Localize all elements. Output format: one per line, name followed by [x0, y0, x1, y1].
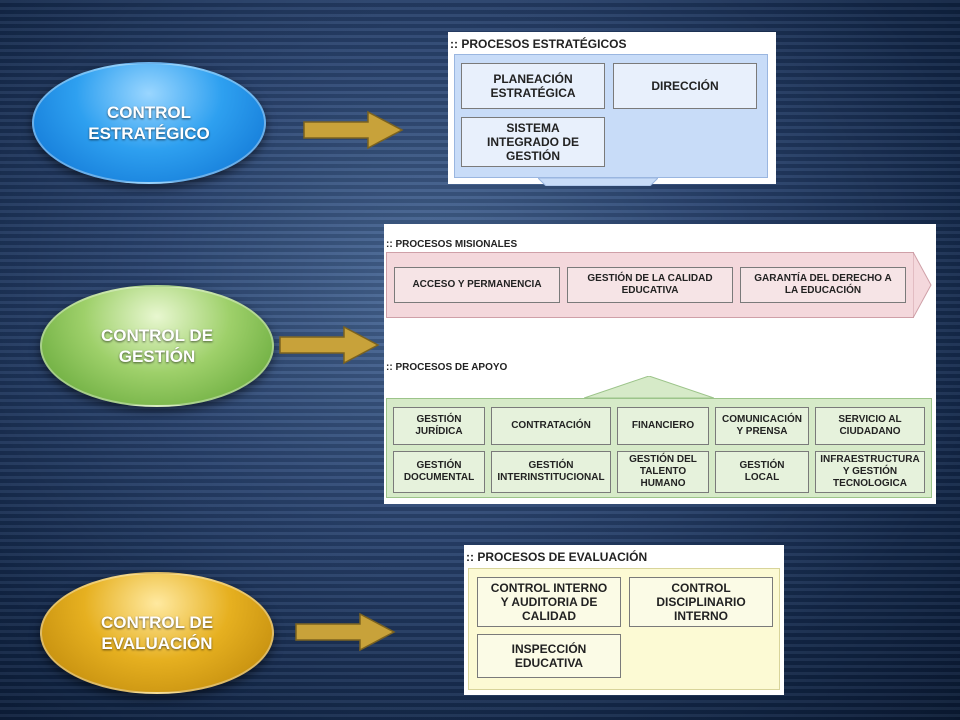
- process-box: DIRECCIÓN: [613, 63, 757, 109]
- process-box: GESTIÓN JURÍDICA: [393, 407, 485, 445]
- process-box: COMUNICACIÓN Y PRENSA: [715, 407, 809, 445]
- missional-processes-area: ACCESO Y PERMANENCIA GESTIÓN DE LA CALID…: [386, 252, 914, 318]
- missional-support-panel: :: PROCESOS MISIONALES ACCESO Y PERMANEN…: [384, 224, 936, 504]
- strategic-processes-area: PLANEACIÓN ESTRATÉGICA DIRECCIÓN SISTEMA…: [454, 54, 768, 178]
- chevron-right-shape: [913, 252, 932, 318]
- process-box: INFRAESTRUCTURA Y GESTIÓN TECNOLOGICA: [815, 451, 925, 493]
- process-box: GARANTÍA DEL DERECHO A LA EDUCACIÓN: [740, 267, 906, 303]
- upward-roof-shape: [584, 376, 714, 399]
- process-box: PLANEACIÓN ESTRATÉGICA: [461, 63, 605, 109]
- process-box: INSPECCIÓN EDUCATIVA: [477, 634, 621, 678]
- process-box: CONTRATACIÓN: [491, 407, 611, 445]
- control-evaluacion-label: CONTROL DE EVALUACIÓN: [100, 613, 214, 653]
- arrow-right-icon-management: [279, 325, 380, 365]
- process-box: GESTIÓN DEL TALENTO HUMANO: [617, 451, 709, 493]
- process-box: GESTIÓN DE LA CALIDAD EDUCATIVA: [567, 267, 733, 303]
- process-box: GESTIÓN INTERINSTITUCIONAL: [491, 451, 611, 493]
- process-box: CONTROL DISCIPLINARIO INTERNO: [629, 577, 773, 627]
- process-box: SISTEMA INTEGRADO DE GESTIÓN: [461, 117, 605, 167]
- support-processes-area: GESTIÓN JURÍDICA CONTRATACIÓN FINANCIERO…: [386, 398, 932, 498]
- process-box: ACCESO Y PERMANENCIA: [394, 267, 560, 303]
- strategic-processes-panel: :: PROCESOS ESTRATÉGICOS PLANEACIÓN ESTR…: [448, 32, 776, 186]
- control-gestion-oval: CONTROL DE GESTIÓN: [40, 285, 274, 407]
- control-evaluacion-oval: CONTROL DE EVALUACIÓN: [40, 572, 274, 694]
- process-box: GESTIÓN LOCAL: [715, 451, 809, 493]
- control-estrategico-label: CONTROL ESTRATÉGICO: [88, 103, 210, 143]
- evaluation-processes-area: CONTROL INTERNO Y AUDITORIA DE CALIDAD C…: [468, 568, 780, 690]
- support-processes-title: :: PROCESOS DE APOYO: [386, 362, 508, 373]
- arrow-right-icon-evaluation: [295, 612, 396, 652]
- process-box: CONTROL INTERNO Y AUDITORIA DE CALIDAD: [477, 577, 621, 627]
- missional-processes-title: :: PROCESOS MISIONALES: [386, 239, 518, 250]
- process-box: GESTIÓN DOCUMENTAL: [393, 451, 485, 493]
- process-box: FINANCIERO: [617, 407, 709, 445]
- evaluation-processes-title: :: PROCESOS DE EVALUACIÓN: [466, 550, 648, 564]
- evaluation-processes-panel: :: PROCESOS DE EVALUACIÓN CONTROL INTERN…: [464, 545, 784, 695]
- process-box: SERVICIO AL CIUDADANO: [815, 407, 925, 445]
- control-estrategico-oval: CONTROL ESTRATÉGICO: [32, 62, 266, 184]
- strategic-processes-title: :: PROCESOS ESTRATÉGICOS: [450, 37, 627, 51]
- arrow-right-icon-strategic: [303, 110, 404, 150]
- downward-tab-shape: [538, 178, 658, 186]
- control-gestion-label: CONTROL DE GESTIÓN: [100, 326, 214, 366]
